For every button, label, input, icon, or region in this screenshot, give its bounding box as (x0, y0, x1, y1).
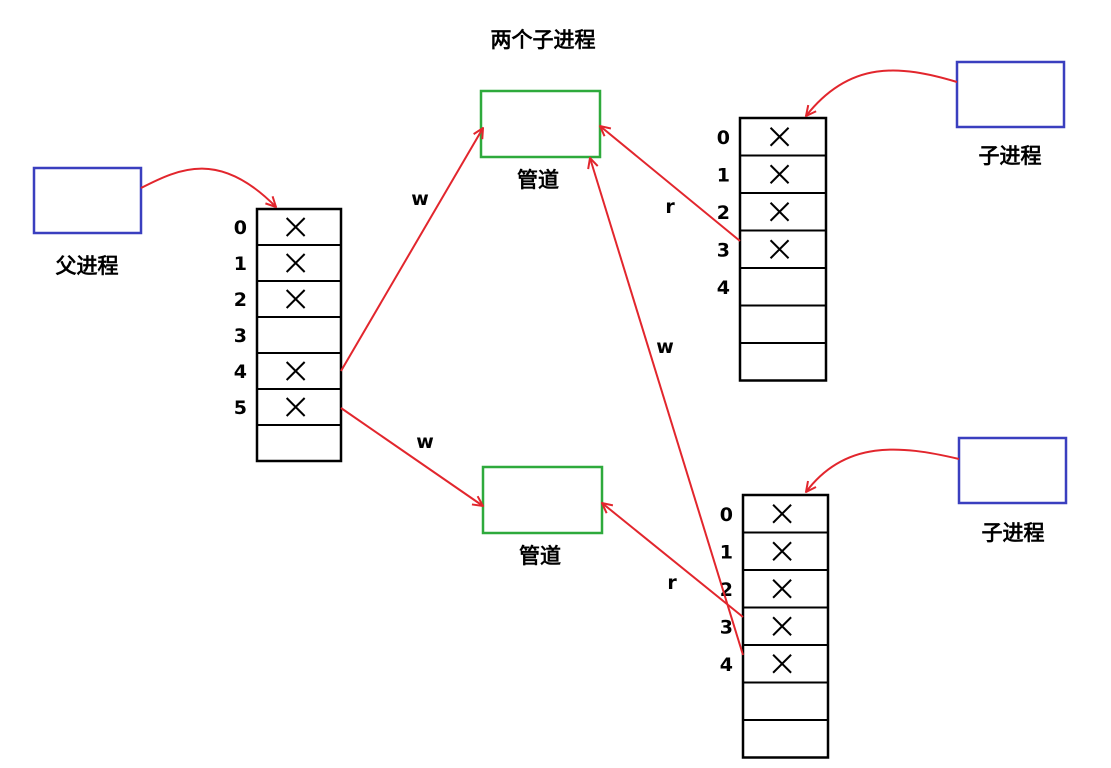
edge-label-parent-pipe-top: w (411, 188, 429, 210)
child-top-fd-index: 1 (717, 164, 730, 186)
parent-to-pipe-bottom-arrow (340, 407, 483, 506)
pipe-bottom-box (481, 465, 604, 535)
child-bottom-fd-table: 0 1 2 3 4 (720, 493, 830, 759)
parent-fd-index: 5 (234, 397, 247, 419)
parent-to-pipe-top-arrow (340, 128, 483, 372)
child-top-fd-table: 0 1 2 3 4 (717, 116, 828, 382)
child-top-fd-index: 2 (717, 202, 730, 224)
child-top-table-frame (738, 116, 828, 382)
parent-fd-index: 3 (234, 325, 247, 347)
child-bottom-fd-index: 4 (720, 654, 733, 676)
child-top-fd-index: 3 (717, 239, 730, 261)
parent-fd-table: 0 1 2 3 4 5 (234, 207, 343, 463)
parent-fd-closed-mark (285, 253, 306, 273)
child-top-process-box (955, 60, 1066, 129)
diagram-title: 两个子进程 (491, 28, 596, 52)
pipe-top-box (479, 89, 602, 159)
child-bottom-fd-index: 1 (720, 541, 733, 563)
child-bottom-to-table-arrow (806, 448, 960, 492)
child-bottom-fd-index: 0 (720, 504, 733, 526)
child-bottom-fd-closed-mark (772, 616, 792, 636)
child-top-fd-closed-mark (769, 239, 790, 259)
child-top-fd-index: 4 (717, 277, 730, 299)
child-top-fd-closed-mark (769, 202, 790, 222)
parent-fd-index: 1 (234, 253, 247, 275)
child-bottom-to-pipe-top-arrow (590, 158, 744, 656)
child-bottom-fd-index: 2 (720, 579, 733, 601)
parent-fd-closed-mark (285, 217, 306, 237)
child-bottom-fd-closed-mark (772, 579, 792, 599)
parent-fd-closed-mark (285, 397, 306, 417)
parent-fd-closed-mark (285, 361, 306, 381)
child-bottom-process-label: 子进程 (982, 521, 1045, 545)
parent-fd-closed-mark (285, 289, 306, 309)
parent-to-table-arrow (140, 167, 276, 207)
child-bottom-fd-closed-mark (772, 541, 792, 561)
pipe-top-label: 管道 (517, 168, 559, 192)
child-top-to-pipe-top-arrow (600, 126, 741, 242)
child-bottom-process-box (957, 436, 1068, 505)
parent-process-box (32, 166, 143, 235)
child-top-to-table-arrow (806, 69, 958, 116)
child-bottom-table-frame (741, 493, 830, 759)
child-top-fd-index: 0 (717, 127, 730, 149)
parent-process-label: 父进程 (56, 254, 119, 278)
parent-table-frame (255, 207, 343, 463)
child-bottom-fd-closed-mark (772, 654, 792, 674)
edge-label-child-top-pipe-top: r (665, 196, 675, 218)
pipe-bottom-label: 管道 (519, 544, 561, 568)
edge-label-child-bottom-pipe-top: w (656, 336, 674, 358)
parent-fd-index: 2 (234, 289, 247, 311)
parent-fd-index: 4 (234, 361, 247, 383)
child-bottom-fd-index: 3 (720, 616, 733, 638)
edge-label-parent-pipe-bottom: w (416, 431, 434, 453)
child-bottom-fd-closed-mark (772, 504, 792, 524)
parent-fd-index: 0 (234, 217, 247, 239)
child-bottom-to-pipe-bottom-arrow (602, 503, 744, 618)
child-top-process-label: 子进程 (979, 144, 1042, 168)
edge-label-child-bottom-pipe-bottom: r (667, 572, 677, 594)
child-top-fd-closed-mark (769, 164, 790, 184)
child-top-fd-closed-mark (769, 127, 790, 147)
